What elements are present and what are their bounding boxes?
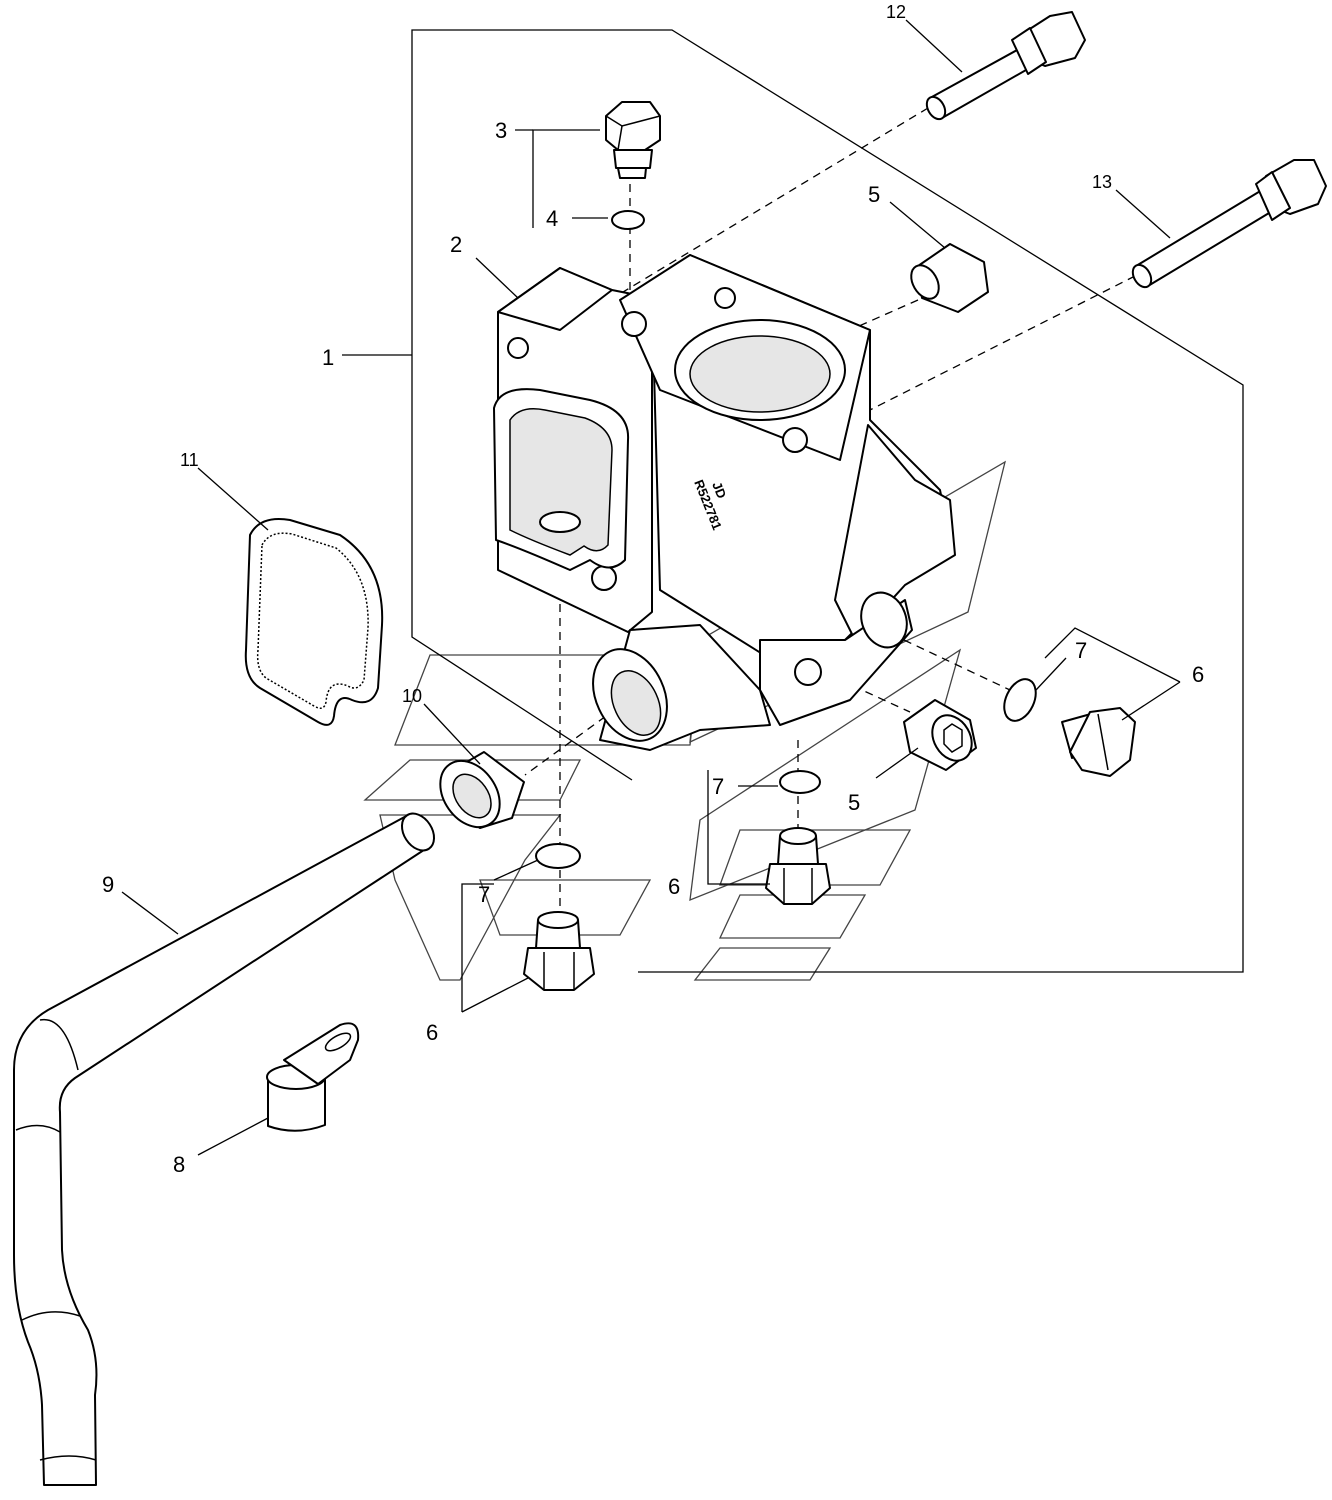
- thermostat-housing: JD R522781: [493, 254, 956, 751]
- washer-lower: [535, 843, 581, 869]
- hose: [13, 812, 436, 1486]
- leader-lines: [121, 19, 1181, 1156]
- callout-3: 3: [495, 118, 507, 143]
- callout-5-lower: 5: [848, 790, 860, 815]
- callout-12: 12: [886, 2, 906, 22]
- hose-clip: [266, 1022, 360, 1132]
- callout-6-right: 6: [1192, 662, 1204, 687]
- callout-7-lower: 7: [478, 882, 490, 907]
- assembly-bracket: [411, 29, 1244, 973]
- plug-lower: [523, 911, 595, 991]
- callout-7-right: 7: [1075, 638, 1087, 663]
- plug-right: [1061, 707, 1136, 777]
- callout-11: 11: [180, 450, 199, 470]
- callout-6-middle: 6: [668, 874, 680, 899]
- cap-lower: [903, 699, 977, 771]
- housing-marking-line1: JD: [709, 480, 729, 501]
- callout-9: 9: [102, 872, 114, 897]
- washer-right: [1003, 678, 1037, 722]
- callout-6-lower: 6: [426, 1020, 438, 1045]
- cap-upper: [910, 243, 989, 313]
- callout-4: 4: [546, 206, 558, 231]
- callout-1: 1: [322, 345, 334, 370]
- plug-top: [605, 101, 661, 179]
- washer-top: [611, 210, 645, 230]
- callout-8: 8: [173, 1152, 185, 1177]
- bolt-lower: [1131, 159, 1327, 289]
- bolt-upper: [925, 11, 1086, 121]
- gasket-seal: [244, 518, 384, 726]
- callout-13: 13: [1092, 172, 1112, 192]
- sleeve: [439, 751, 525, 829]
- plug-middle: [765, 827, 831, 905]
- callout-5-upper: 5: [868, 182, 880, 207]
- callout-2: 2: [450, 232, 462, 257]
- callout-7-middle: 7: [712, 774, 724, 799]
- washer-middle: [779, 770, 821, 794]
- callout-10: 10: [402, 686, 422, 706]
- callout-labels: 1 2 3 4 5 5 6 6 6 7 7 7 8 9 10 11 12 13: [102, 2, 1204, 1177]
